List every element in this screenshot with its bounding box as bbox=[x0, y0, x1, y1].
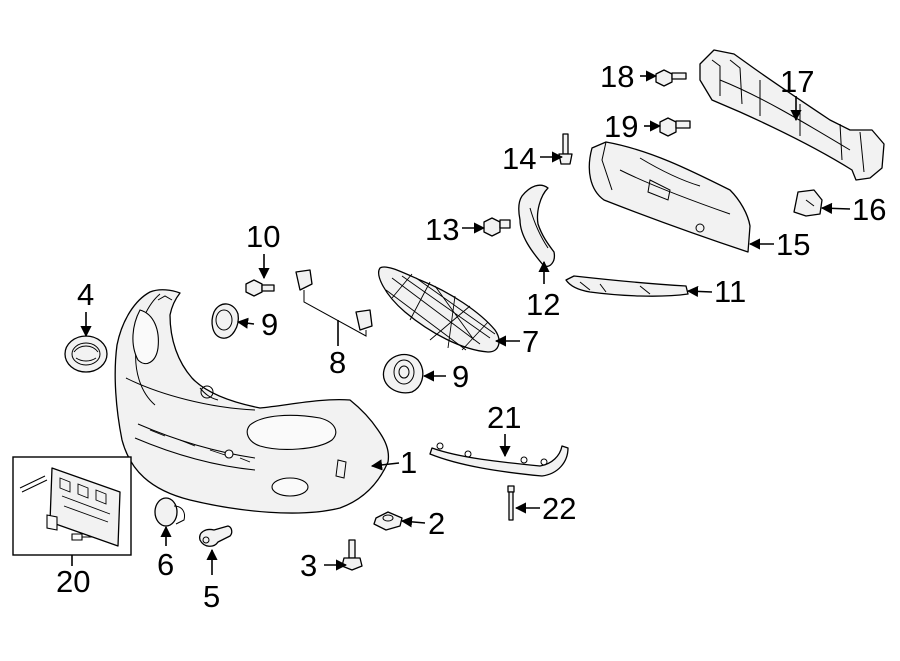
callout-18: 18 bbox=[600, 59, 634, 94]
callout-labels: 1 2 3 4 5 6 7 8 9 9 10 11 12 13 14 15 16… bbox=[56, 59, 886, 614]
nut-part-2 bbox=[373, 511, 403, 531]
callout-15: 15 bbox=[776, 227, 810, 262]
callout-9-lower: 9 bbox=[452, 359, 469, 394]
side-bracket-part bbox=[518, 184, 556, 268]
pin-part-14 bbox=[558, 133, 573, 165]
callout-3: 3 bbox=[300, 548, 317, 583]
callout-19: 19 bbox=[604, 109, 638, 144]
bolt-part-19 bbox=[659, 117, 691, 137]
callout-8: 8 bbox=[329, 345, 346, 380]
screw-part-10 bbox=[245, 279, 275, 297]
callout-14: 14 bbox=[502, 141, 536, 176]
callout-21: 21 bbox=[487, 400, 521, 435]
emblem-part bbox=[64, 335, 108, 373]
leader-lines bbox=[71, 70, 851, 575]
bolt-part-18 bbox=[655, 69, 687, 87]
callout-11: 11 bbox=[714, 274, 746, 309]
bracket-part-16 bbox=[793, 189, 823, 217]
bracket-part-8 bbox=[295, 269, 373, 337]
callout-2: 2 bbox=[428, 506, 445, 541]
callout-4: 4 bbox=[77, 277, 94, 312]
callout-22: 22 bbox=[542, 491, 576, 526]
deflector-part bbox=[565, 275, 689, 297]
callout-10: 10 bbox=[246, 219, 280, 254]
fog-lamp-housing-part-lower bbox=[382, 353, 424, 394]
callout-7: 7 bbox=[522, 324, 539, 359]
license-plate-bracket-group bbox=[12, 456, 132, 556]
bolt-part-13 bbox=[483, 217, 511, 237]
fog-lamp-housing-part-upper bbox=[211, 303, 239, 339]
grille-part bbox=[378, 266, 500, 353]
callout-1: 1 bbox=[400, 445, 417, 480]
callout-16: 16 bbox=[852, 192, 886, 227]
callout-13: 13 bbox=[425, 212, 459, 247]
callout-5: 5 bbox=[203, 579, 220, 614]
energy-absorber-part bbox=[588, 141, 751, 253]
clip-part-5 bbox=[199, 525, 233, 547]
callout-17: 17 bbox=[780, 64, 814, 99]
callout-6: 6 bbox=[157, 547, 174, 582]
callout-12: 12 bbox=[526, 287, 560, 322]
tow-hook-cap-part bbox=[154, 497, 185, 527]
lower-support-part bbox=[429, 442, 569, 477]
callout-20: 20 bbox=[56, 564, 90, 599]
bumper-cover-part bbox=[114, 289, 390, 514]
pin-part-22 bbox=[507, 485, 515, 521]
callout-9-upper: 9 bbox=[261, 307, 278, 342]
